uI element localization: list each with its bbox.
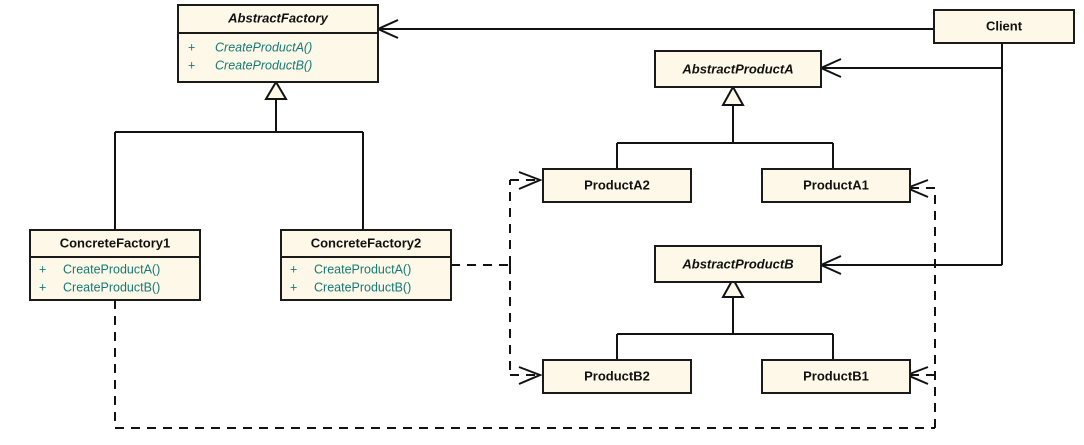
class-title-product-a1: ProductA1 <box>803 177 869 192</box>
class-title-concrete-factory-2: ConcreteFactory2 <box>311 235 422 250</box>
class-box-client[interactable]: Client <box>933 9 1075 44</box>
visibility-marker: + <box>188 58 195 72</box>
class-title-product-a2: ProductA2 <box>584 177 650 192</box>
edge-generalization-productb <box>616 276 834 360</box>
class-box-concrete-factory-2[interactable]: ConcreteFactory2 + CreateProductA() + Cr… <box>280 229 452 301</box>
class-title-product-b2: ProductB2 <box>584 368 650 383</box>
visibility-marker: + <box>39 262 46 276</box>
class-box-abstract-product-a[interactable]: AbstractProductA <box>654 50 822 88</box>
method-createproducta: CreateProductA() <box>63 262 160 276</box>
class-title-abstract-factory: AbstractFactory <box>227 10 328 25</box>
visibility-marker: + <box>188 40 195 54</box>
class-box-abstract-product-b[interactable]: AbstractProductB <box>654 245 822 283</box>
class-title-abstract-product-a: AbstractProductA <box>681 61 793 76</box>
class-title-abstract-product-b: AbstractProductB <box>681 256 793 271</box>
method-createproductb: CreateProductB() <box>314 280 411 294</box>
class-title-product-b1: ProductB1 <box>803 368 869 383</box>
edge-generalization-factories <box>114 80 364 230</box>
class-title-concrete-factory-1: ConcreteFactory1 <box>60 235 171 250</box>
method-createproductb: CreateProductB() <box>215 58 312 72</box>
edge-client-to-abstractfactory <box>375 19 934 39</box>
class-box-concrete-factory-1[interactable]: ConcreteFactory1 + CreateProductA() + Cr… <box>29 229 201 301</box>
method-createproducta: CreateProductA() <box>215 40 312 54</box>
visibility-marker: + <box>290 280 297 294</box>
method-createproducta: CreateProductA() <box>314 262 411 276</box>
edge-client-to-abstractproducta <box>818 58 1002 78</box>
visibility-marker: + <box>290 262 297 276</box>
class-title-client: Client <box>986 18 1023 33</box>
edge-client-to-abstractproductb <box>818 255 1002 275</box>
edge-dependency-concretefactory2 <box>451 171 543 385</box>
class-box-abstract-factory[interactable]: AbstractFactory + CreateProductA() + Cre… <box>177 4 379 83</box>
method-createproductb: CreateProductB() <box>63 280 160 294</box>
edge-generalization-producta <box>616 84 834 169</box>
class-box-product-a1[interactable]: ProductA1 <box>761 168 911 203</box>
visibility-marker: + <box>39 280 46 294</box>
edge-dependency-concretefactory1 <box>114 179 936 429</box>
class-box-product-b1[interactable]: ProductB1 <box>761 359 911 394</box>
class-box-product-a2[interactable]: ProductA2 <box>542 168 692 203</box>
class-box-product-b2[interactable]: ProductB2 <box>542 359 692 394</box>
